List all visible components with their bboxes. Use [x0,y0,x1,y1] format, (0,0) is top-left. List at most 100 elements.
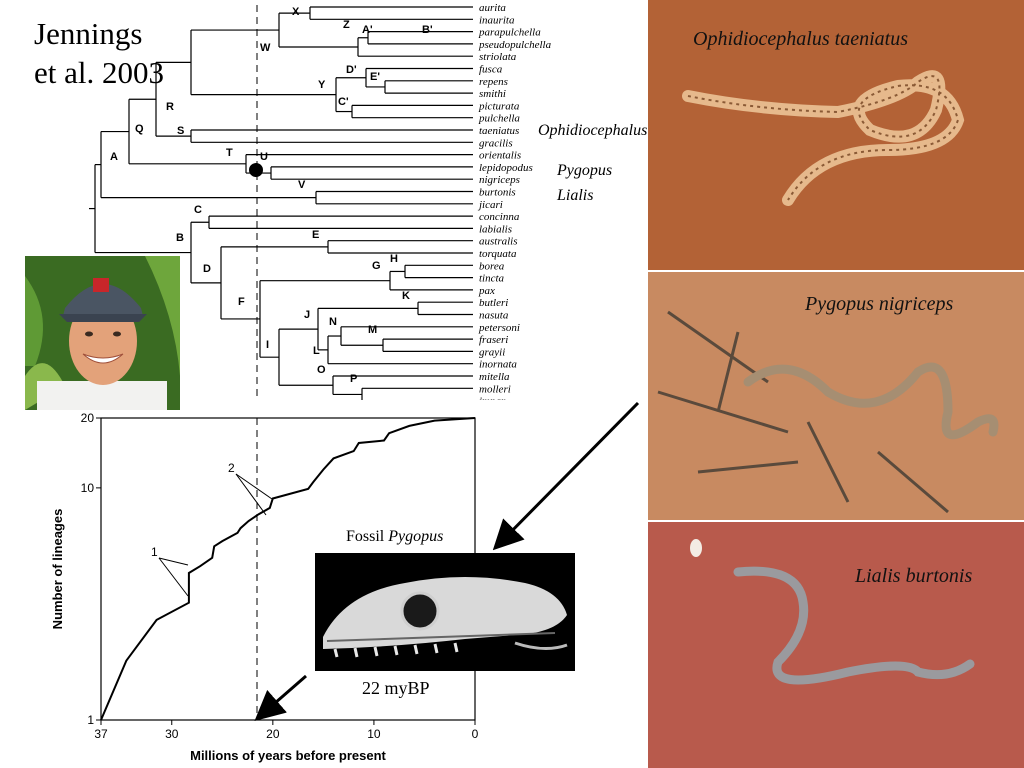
tip-label: butleri [479,297,508,309]
tip-label: torquata [479,248,517,260]
tip-label: repens [479,76,508,88]
fossil-caption: Fossil Pygopus [346,528,443,546]
y-tick-label: 1 [87,713,94,727]
caption-pygopus: Pygopus nigriceps [805,293,954,315]
pygopus-divergence-node [249,163,263,177]
tip-label: impar [479,396,506,400]
tip-label: striolata [479,51,517,63]
x-tick-label: 20 [266,727,280,741]
tip-label: tincta [479,273,505,285]
node-label: V [298,179,306,191]
tip-label: gracilis [479,137,513,149]
tip-label: grayii [479,346,505,358]
node-label: Q [135,123,144,135]
tip-label: mitella [479,371,510,383]
tip-label: orientalis [479,150,521,162]
photo-pygopus [648,272,1024,520]
tip-label: inornata [479,359,517,371]
photo-lialis [648,522,1024,768]
tip-label: aurita [479,2,506,14]
x-tick-label: 37 [94,727,108,741]
x-tick-label: 30 [165,727,179,741]
y-axis-label: Number of lineages [50,509,65,630]
tip-label: nigriceps [479,174,520,186]
node-label: R [166,101,174,113]
node-label: P [350,373,357,385]
node-label: J [304,309,310,321]
tip-label: lepidopodus [479,162,533,174]
tip-label: borea [479,260,505,272]
annotation-pointer [158,557,189,597]
node-label: L [313,345,320,357]
researcher-portrait [25,256,180,410]
node-label: G [372,260,381,272]
node-label: N [329,316,337,328]
x-tick-label: 10 [367,727,381,741]
tip-label: pax [478,285,495,297]
annotation-pointer [158,557,189,566]
tip-label: pseudopulchella [478,39,552,51]
tip-label: pulchella [478,113,520,125]
tip-label: taeniatus [479,125,519,137]
arrow-to-fossil [492,401,640,551]
tip-label: inaurita [479,14,515,26]
fossil-skull-image [315,553,575,671]
tip-label: labialis [479,223,512,235]
fossil-caption-prefix: Fossil [346,528,389,545]
photo-ophidiocephalus [648,0,1024,270]
tip-label: australis [479,236,518,248]
node-label: X [292,6,300,18]
tip-label: petersoni [478,322,520,334]
node-label: K [402,290,410,302]
genus-label-pygopus: Pygopus [557,162,613,179]
node-label: U [260,151,268,163]
node-label: M [368,324,377,336]
node-label: D [203,263,211,275]
pygopus-image [648,272,1024,520]
node-label: B [176,232,184,244]
tip-label: jicari [477,199,503,211]
node-label: Z [343,19,350,31]
portrait-image [25,256,180,410]
node-label: O [317,364,326,376]
arrow-to-date [254,674,307,721]
x-axis-label: Millions of years before present [190,748,386,763]
fossil-skull-render [315,553,575,671]
node-label: C [194,204,202,216]
node-label: A' [362,24,373,36]
fossil-date: 22 myBP [362,678,430,698]
tip-label: parapulchella [478,27,541,39]
y-tick-label: 20 [81,411,95,425]
x-tick-label: 0 [472,727,479,741]
node-label: W [260,42,271,54]
tip-label: nasuta [479,310,509,322]
chart-annotations: 12 [151,461,273,597]
annotation-pointer [235,473,267,516]
node-label: D' [346,64,357,76]
phylogenetic-tree: auritainauritaparapulchellapseudopulchel… [89,2,552,400]
genus-label-lialis: Lialis [557,187,594,204]
tip-label: fusca [479,64,503,76]
node-label: E [312,229,319,241]
annotation-pointer [235,473,273,500]
node-label: H [390,253,398,265]
node-label: T [226,147,233,159]
node-label: F [238,296,245,308]
tip-label: fraseri [479,334,508,346]
caption-ophidiocephalus: Ophidiocephalus taeniatus [693,28,908,50]
genus-label-ophidiocephalus: Ophidiocephalus [538,122,648,139]
tip-label: picturata [478,100,520,112]
lialis-image [648,522,1024,768]
node-label: E' [370,71,380,83]
tip-label: burtonis [479,187,516,199]
tip-label: smithi [479,88,506,100]
annotation-label: 1 [151,545,158,559]
citation-title: Jennings et al. 2003 [34,16,164,90]
fossil-caption-genus: Pygopus [388,528,444,545]
node-label: Y [318,79,326,91]
node-label: S [177,125,184,137]
tree-branches [89,6,473,400]
